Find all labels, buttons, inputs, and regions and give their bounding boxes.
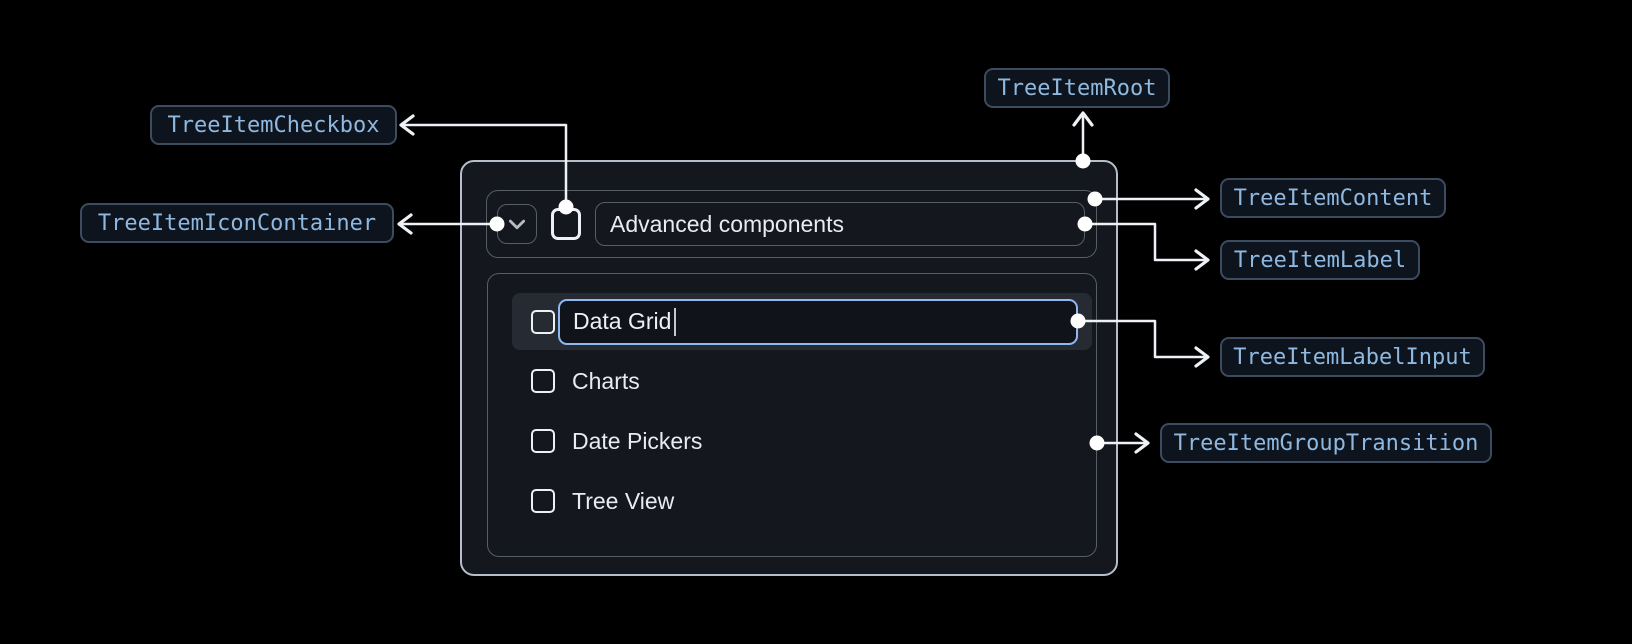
annotation-tree-item-label-input: TreeItemLabelInput bbox=[1220, 337, 1485, 377]
tree-item-row-data-grid[interactable]: Data Grid bbox=[512, 293, 1092, 350]
annotation-tree-item-group-transition: TreeItemGroupTransition bbox=[1160, 423, 1492, 463]
tree-item-row-tree-view[interactable]: Tree View bbox=[512, 477, 1092, 525]
tree-item-label: Advanced components bbox=[595, 202, 1085, 246]
label-input-value: Data Grid bbox=[573, 308, 672, 334]
tree-item-group-transition bbox=[487, 273, 1097, 557]
arrowhead-right-label-input bbox=[1194, 346, 1210, 368]
checkbox-data-grid[interactable] bbox=[531, 309, 555, 334]
tree-item-root bbox=[460, 160, 1118, 576]
arrowhead-up-root bbox=[1072, 111, 1094, 127]
arrowhead-right-content bbox=[1194, 188, 1210, 210]
annotation-tree-item-root: TreeItemRoot bbox=[984, 68, 1170, 108]
arrowhead-left-icon-container bbox=[397, 213, 413, 235]
tree-item-label-input[interactable]: Data Grid bbox=[558, 298, 1078, 345]
tree-item-label-charts: Charts bbox=[572, 367, 640, 394]
tree-item-label-text: Advanced components bbox=[610, 210, 844, 237]
annotation-tree-item-label: TreeItemLabel bbox=[1220, 240, 1420, 280]
tree-item-row-charts[interactable]: Charts bbox=[512, 357, 1092, 405]
chevron-down-icon bbox=[508, 219, 526, 230]
arrowhead-left-checkbox bbox=[399, 114, 415, 136]
tree-item-row-date-pickers[interactable]: Date Pickers bbox=[512, 417, 1092, 465]
annotation-tree-item-icon-container: TreeItemIconContainer bbox=[80, 203, 394, 243]
arrowhead-right-label bbox=[1194, 249, 1210, 271]
checkbox-date-pickers[interactable] bbox=[531, 429, 555, 453]
tree-item-label-tree-view: Tree View bbox=[572, 487, 675, 514]
arrowhead-right-group-transition bbox=[1134, 432, 1150, 454]
tree-item-label-date-pickers: Date Pickers bbox=[572, 427, 703, 454]
tree-item-checkbox[interactable] bbox=[551, 208, 581, 240]
checkbox-charts[interactable] bbox=[531, 369, 555, 393]
annotation-tree-item-checkbox: TreeItemCheckbox bbox=[150, 105, 397, 145]
checkbox-tree-view[interactable] bbox=[531, 489, 555, 513]
expand-collapse-button[interactable] bbox=[497, 204, 537, 244]
text-cursor bbox=[674, 307, 677, 336]
annotation-tree-item-content: TreeItemContent bbox=[1220, 178, 1446, 218]
